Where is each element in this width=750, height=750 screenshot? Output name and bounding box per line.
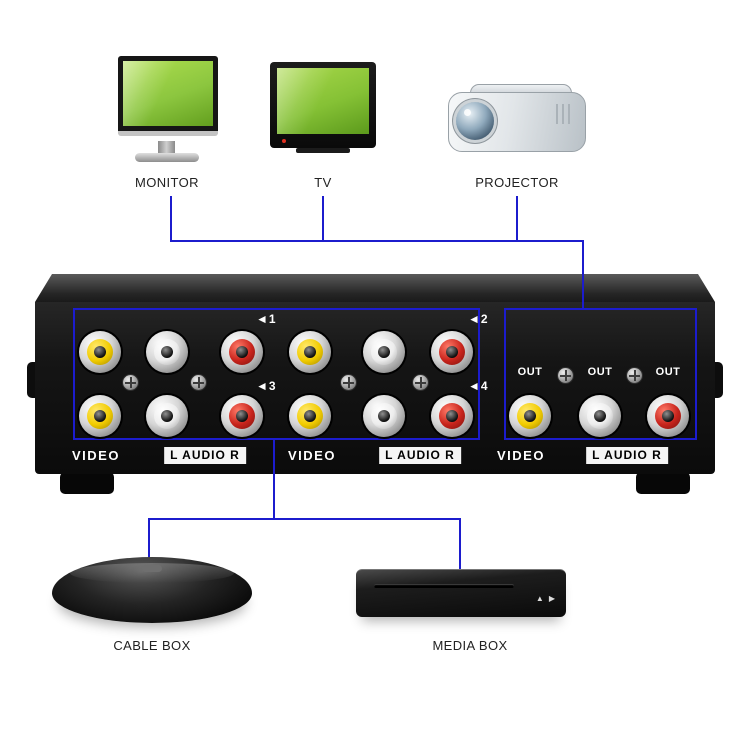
input3-video-jack [79, 395, 121, 437]
connector-bus-sources [148, 518, 461, 520]
input4-video-jack [289, 395, 331, 437]
connector-line-monitor [170, 196, 172, 241]
projector-lens [456, 102, 494, 140]
panel-screw [341, 375, 356, 390]
projector-label: PROJECTOR [475, 175, 559, 190]
input4-audio-r-jack [431, 395, 473, 437]
input-audio-label-left: L AUDIO R [164, 447, 246, 464]
eject-icon: ▲ [535, 594, 549, 603]
input-video-label-left: VIDEO [72, 448, 120, 463]
switch-box-top-face [35, 274, 715, 302]
out-label-video: OUT [517, 366, 543, 378]
output-audio-r-jack [647, 395, 689, 437]
connector-line-projector [516, 196, 518, 241]
monitor-label: MONITOR [135, 175, 199, 190]
play-pause-icon: ▶ [548, 594, 560, 603]
tv-stand [296, 148, 350, 153]
input1-marker: ◄1 [256, 312, 277, 326]
connector-line-media-box [459, 518, 461, 572]
monitor-screen [123, 61, 213, 126]
switch-box-left-foot [60, 472, 114, 494]
media-box-disc-slot [374, 584, 514, 588]
connector-line-tv [322, 196, 324, 241]
connector-bus-displays [170, 240, 584, 242]
panel-screw [627, 368, 642, 383]
panel-screw [558, 368, 573, 383]
panel-screw [123, 375, 138, 390]
input2-audio-l-jack [363, 331, 405, 373]
monitor-illustration [118, 56, 218, 136]
input3-audio-r-jack [221, 395, 263, 437]
input4-audio-l-jack [363, 395, 405, 437]
connector-line-output-section [582, 240, 584, 310]
switch-box-rear-panel [35, 302, 715, 474]
panel-screw [413, 375, 428, 390]
tv-screen [277, 68, 369, 134]
monitor-base [135, 153, 199, 162]
media-box-illustration [356, 569, 566, 617]
input-audio-label-mid: L AUDIO R [379, 447, 461, 464]
cable-box-logo [142, 565, 162, 572]
input2-marker: ◄2 [468, 312, 489, 326]
switch-box-right-foot [636, 472, 690, 494]
input-video-label-mid: VIDEO [288, 448, 336, 463]
out-label-audio-r: OUT [655, 366, 681, 378]
media-box-buttons: ▲▶ [514, 594, 560, 603]
output-video-label: VIDEO [497, 448, 545, 463]
input1-video-jack [79, 331, 121, 373]
input2-video-jack [289, 331, 331, 373]
cable-box-label: CABLE BOX [113, 638, 191, 653]
input1-audio-r-jack [221, 331, 263, 373]
output-section-outline [504, 308, 697, 440]
input2-audio-r-jack [431, 331, 473, 373]
input1-audio-l-jack [146, 331, 188, 373]
monitor-stand [158, 141, 175, 153]
left-mounting-tab [27, 362, 37, 398]
right-mounting-tab [713, 362, 723, 398]
tv-power-led [282, 139, 286, 143]
input4-marker: ◄4 [468, 379, 489, 393]
input3-audio-l-jack [146, 395, 188, 437]
projector-vents [556, 104, 574, 124]
tv-label: TV [314, 175, 332, 190]
tv-illustration [270, 62, 376, 148]
media-box-label: MEDIA BOX [432, 638, 508, 653]
output-audio-label: L AUDIO R [586, 447, 668, 464]
output-audio-l-jack [579, 395, 621, 437]
input3-marker: ◄3 [256, 379, 277, 393]
connector-line-cable-box [148, 518, 150, 560]
output-video-jack [509, 395, 551, 437]
input-section-outline [73, 308, 480, 440]
out-label-audio-l: OUT [587, 366, 613, 378]
connector-line-input-section [273, 440, 275, 520]
panel-screw [191, 375, 206, 390]
